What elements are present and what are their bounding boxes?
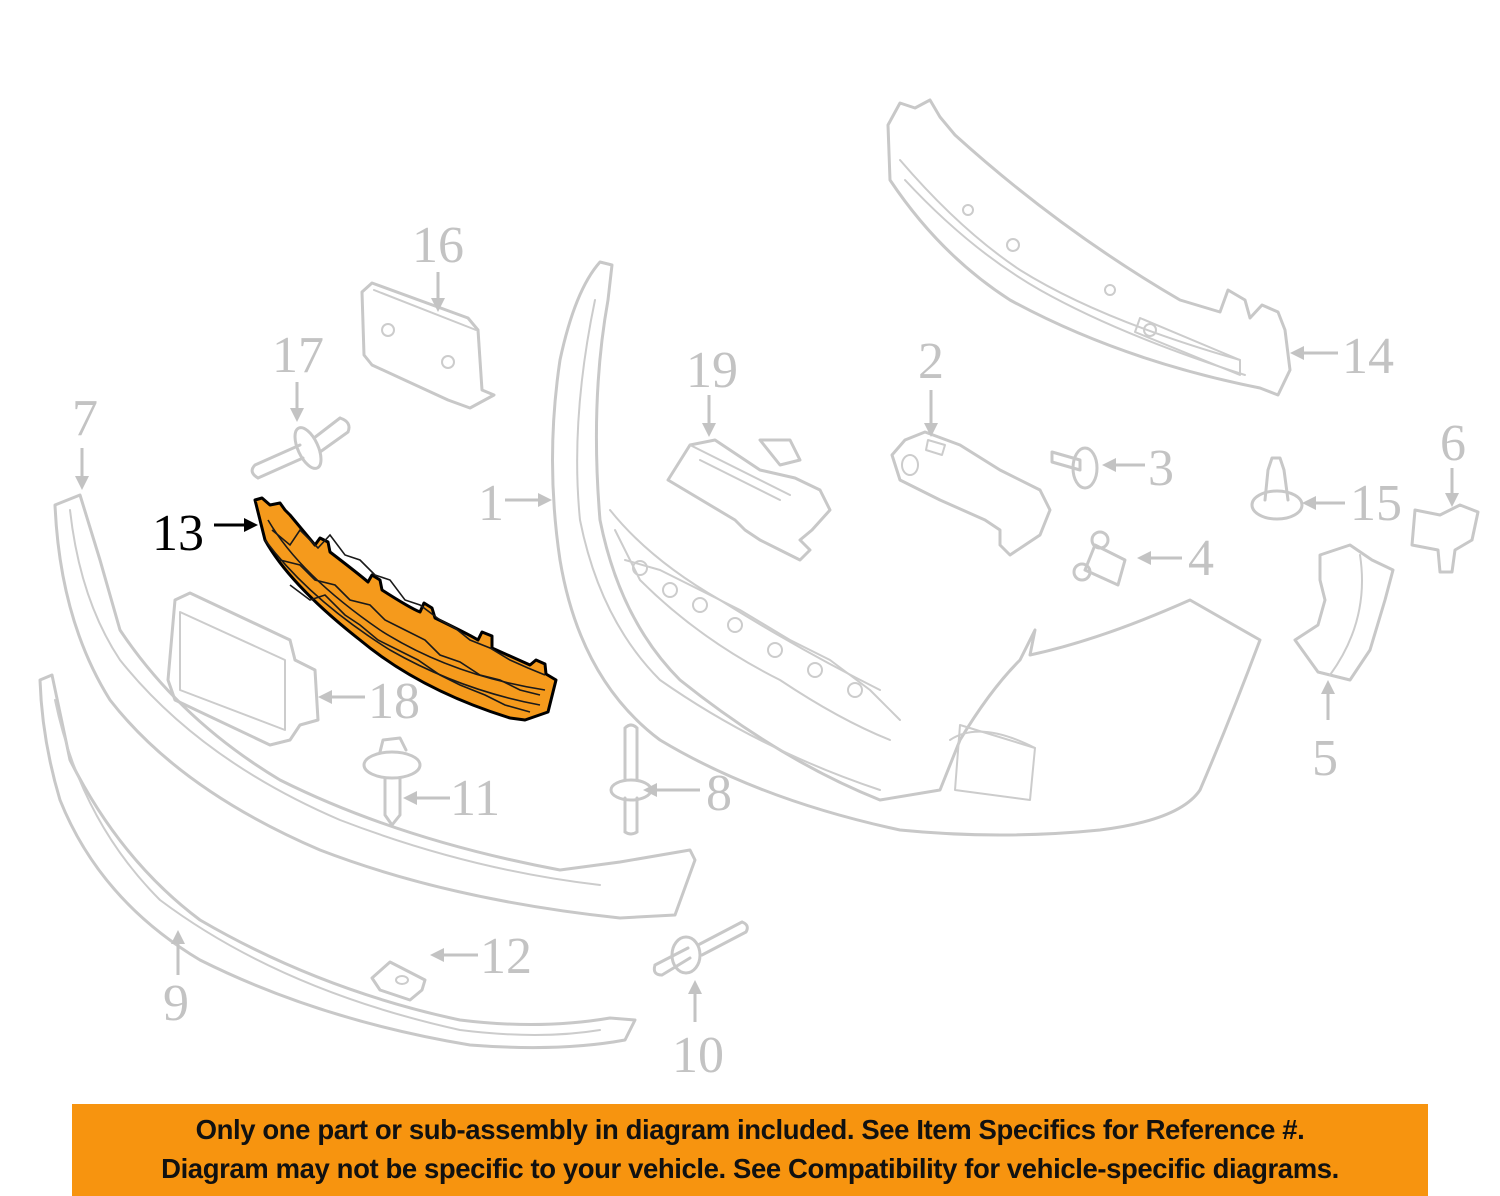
callout-label: 16: [412, 217, 464, 274]
part-5-bracket: [1293, 543, 1395, 682]
callout-label: 9: [163, 975, 189, 1032]
callout-label: 5: [1312, 730, 1338, 787]
callout-label: 7: [72, 390, 98, 447]
callout-12: 12: [430, 928, 532, 985]
part-10-push-pin: [652, 920, 749, 977]
callout-label: 10: [672, 1027, 724, 1084]
callout-label: 1: [478, 475, 504, 532]
callout-label: 8: [706, 765, 732, 822]
callout-label: 12: [480, 928, 532, 985]
callout-11: 11: [403, 770, 500, 827]
callout-14: 14: [1290, 328, 1394, 385]
callout-label: 15: [1350, 475, 1402, 532]
callout-label: 19: [686, 342, 738, 399]
callout-13: 13: [152, 505, 258, 562]
callout-5: 5: [1312, 680, 1338, 787]
part-3-clip: [1050, 446, 1099, 490]
part-17-push-pin: [250, 416, 351, 480]
callout-label: 14: [1342, 328, 1394, 385]
callout-3: 3: [1102, 440, 1174, 497]
part-12-clip-nut: [370, 960, 427, 1002]
callout-label: 13: [152, 505, 204, 562]
part-14-reinforcement-beam: [886, 98, 1292, 397]
part-7-absorber: [53, 493, 697, 920]
callout-17: 17: [272, 327, 324, 422]
callout-label: 18: [368, 673, 420, 730]
part-2-bracket: [890, 430, 1052, 557]
part-13-lower-grille: [253, 496, 558, 722]
callout-1: 1: [478, 475, 552, 532]
callout-label: 4: [1188, 530, 1214, 587]
part-1-bumper-cover: [551, 260, 1262, 837]
disclaimer-line-2: Diagram may not be specific to your vehi…: [161, 1153, 1339, 1184]
callout-label: 2: [918, 333, 944, 390]
callout-7: 7: [72, 390, 98, 490]
callout-16: 16: [412, 217, 464, 312]
part-15-stud: [1250, 456, 1304, 521]
callout-label: 11: [450, 770, 500, 827]
callout-10: 10: [672, 980, 724, 1084]
callout-label: 17: [272, 327, 324, 384]
callout-label: 6: [1440, 415, 1466, 472]
part-16-license-bracket: [360, 281, 496, 410]
part-4-spacer: [1072, 530, 1127, 587]
callout-19: 19: [686, 342, 738, 437]
disclaimer-banner: Only one part or sub-assembly in diagram…: [72, 1104, 1428, 1196]
part-8-push-rivet: [609, 723, 653, 836]
part-19-sensor-bracket: [666, 438, 832, 562]
callout-label: 3: [1148, 440, 1174, 497]
part-18-radar-sensor: [166, 591, 320, 747]
callout-2: 2: [918, 333, 944, 437]
callout-15: 15: [1302, 475, 1402, 532]
callout-6: 6: [1440, 415, 1466, 507]
disclaimer-line-1: Only one part or sub-assembly in diagram…: [195, 1114, 1305, 1145]
part-6-clip: [1410, 503, 1480, 574]
callout-18: 18: [318, 673, 420, 730]
part-9-lower-spoiler: [38, 673, 637, 1050]
callout-4: 4: [1137, 530, 1214, 587]
callout-9: 9: [163, 930, 189, 1032]
part-11-bolt: [362, 736, 422, 827]
callout-8: 8: [643, 765, 732, 822]
